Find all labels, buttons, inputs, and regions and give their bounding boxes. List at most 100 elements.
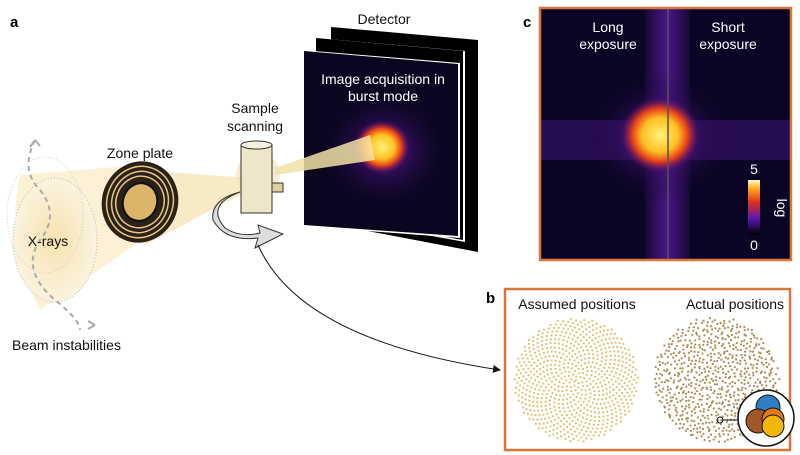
scan-position-dot bbox=[555, 393, 558, 396]
scan-position-dot bbox=[593, 411, 597, 414]
scan-position-dot bbox=[721, 380, 724, 383]
scan-position-dot bbox=[582, 425, 585, 428]
scan-position-dot bbox=[666, 368, 669, 371]
scan-position-dot bbox=[738, 433, 742, 436]
scan-position-dot bbox=[552, 375, 555, 378]
scan-position-dot bbox=[566, 430, 569, 434]
scan-position-dot bbox=[544, 355, 547, 359]
scan-position-dot bbox=[542, 382, 545, 385]
scan-position-dot bbox=[613, 362, 616, 366]
scan-position-dot bbox=[655, 372, 658, 376]
scan-position-dot bbox=[717, 370, 720, 374]
scan-position-dot bbox=[658, 389, 661, 392]
scan-position-dot bbox=[552, 428, 555, 432]
scan-position-dot bbox=[610, 328, 613, 331]
scan-position-dot bbox=[568, 346, 571, 350]
scan-position-dot bbox=[607, 401, 610, 404]
scan-position-dot bbox=[745, 342, 749, 345]
scan-position-dot bbox=[711, 328, 714, 331]
xrays-label: X-rays bbox=[28, 233, 68, 249]
scan-position-dot bbox=[677, 336, 680, 339]
scan-position-dot bbox=[550, 411, 553, 414]
scan-position-dot bbox=[602, 366, 606, 369]
scan-position-dot bbox=[705, 402, 708, 405]
scan-position-dot bbox=[554, 359, 557, 362]
scan-position-dot bbox=[716, 413, 720, 416]
scan-position-dot bbox=[701, 414, 704, 417]
scan-position-dot bbox=[701, 428, 704, 431]
scan-position-dot bbox=[526, 412, 529, 415]
scan-position-dot bbox=[720, 396, 723, 399]
scan-position-dot bbox=[699, 430, 702, 434]
scan-position-dot bbox=[718, 440, 721, 443]
scan-position-dot bbox=[742, 392, 745, 395]
scan-position-dot bbox=[614, 380, 617, 383]
scan-position-dot bbox=[559, 430, 562, 433]
scan-position-dot bbox=[763, 376, 766, 379]
scan-position-dot bbox=[685, 345, 689, 349]
scan-position-dot bbox=[681, 413, 684, 416]
scan-position-dot bbox=[690, 350, 693, 353]
scan-position-dot bbox=[719, 422, 722, 426]
scan-position-dot bbox=[686, 343, 689, 347]
scan-position-dot bbox=[730, 333, 734, 337]
scan-position-dot bbox=[668, 346, 671, 349]
scan-position-dot bbox=[566, 340, 569, 343]
panel-label-b: b bbox=[486, 290, 495, 307]
scan-position-dot bbox=[669, 377, 673, 380]
scan-position-dot bbox=[606, 342, 609, 345]
scan-position-dot bbox=[710, 333, 713, 336]
scan-position-dot bbox=[604, 347, 607, 350]
scan-position-dot bbox=[547, 416, 551, 419]
scan-position-dot bbox=[679, 378, 682, 381]
scan-position-dot bbox=[537, 409, 540, 412]
scan-position-dot bbox=[521, 401, 524, 404]
scan-position-dot bbox=[731, 423, 734, 426]
scan-position-dot bbox=[603, 373, 606, 376]
scan-position-dot bbox=[517, 399, 520, 402]
scan-position-dot bbox=[706, 387, 709, 391]
scan-position-dot bbox=[577, 439, 580, 442]
scan-position-dot bbox=[573, 326, 577, 329]
scan-position-dot bbox=[672, 381, 675, 384]
scan-position-dot bbox=[581, 367, 585, 371]
colorbar-min: 0 bbox=[750, 237, 758, 253]
scan-position-dot bbox=[701, 386, 704, 389]
scan-position-dot bbox=[698, 426, 702, 429]
scan-position-dot bbox=[698, 335, 701, 338]
scan-position-dot bbox=[764, 380, 767, 383]
scan-position-dot bbox=[558, 338, 561, 341]
scan-position-dot bbox=[597, 340, 600, 344]
scan-position-dot bbox=[544, 417, 547, 420]
scan-position-dot bbox=[617, 404, 621, 408]
short-exposure-label-2: exposure bbox=[699, 36, 757, 52]
scan-position-dot bbox=[592, 328, 595, 332]
scan-position-dot bbox=[672, 351, 675, 355]
scan-position-dot bbox=[548, 403, 551, 406]
scan-position-dot bbox=[551, 330, 554, 333]
scan-position-dot bbox=[572, 398, 576, 402]
scan-position-dot bbox=[732, 394, 736, 397]
scan-position-dot bbox=[542, 389, 546, 392]
scan-position-dot bbox=[545, 408, 548, 411]
scan-position-dot bbox=[596, 427, 599, 430]
scan-position-dot bbox=[689, 346, 693, 349]
scan-position-dot bbox=[550, 386, 553, 389]
scan-position-dot bbox=[571, 355, 574, 358]
scan-position-dot bbox=[674, 422, 678, 425]
assumed-positions-pattern bbox=[513, 317, 640, 443]
scan-position-dot bbox=[681, 391, 685, 394]
scan-position-dot bbox=[716, 396, 719, 399]
scan-position-dot bbox=[532, 343, 535, 347]
scan-position-dot bbox=[694, 363, 697, 366]
scan-position-dot bbox=[715, 402, 718, 405]
scan-position-dot bbox=[546, 412, 549, 415]
scan-position-dot bbox=[621, 360, 624, 363]
scan-position-dot bbox=[610, 424, 613, 427]
scan-position-dot bbox=[609, 332, 613, 336]
scan-position-dot bbox=[693, 420, 696, 423]
scan-position-dot bbox=[762, 363, 765, 366]
scan-position-dot bbox=[557, 326, 560, 329]
scan-position-dot bbox=[736, 428, 740, 431]
scan-position-dot bbox=[721, 386, 724, 389]
